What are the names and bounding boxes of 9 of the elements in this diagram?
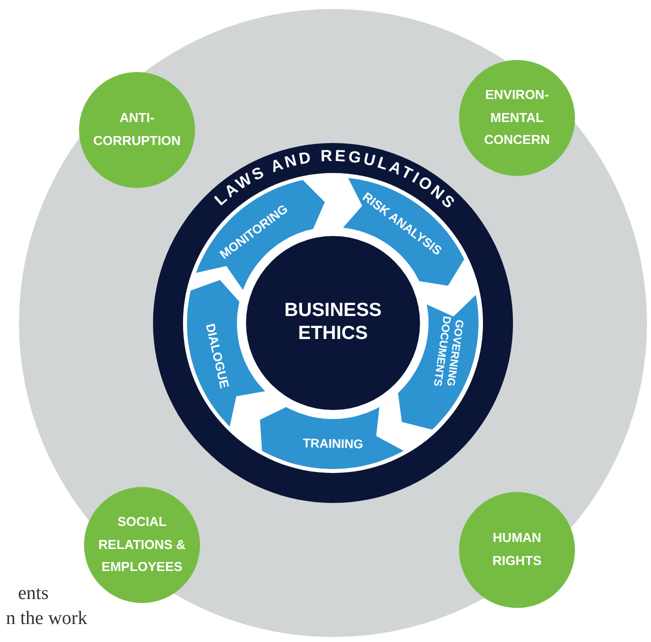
segment-label: GOVERNING DOCUMENTS [430, 314, 467, 389]
topic-label: ANTI-CORRUPTION [92, 109, 182, 150]
topic-label: SOCIAL RELATIONS & EMPLOYEES [97, 512, 187, 576]
center-label: BUSINESS ETHICS [283, 300, 383, 346]
segment-label: TRAINING [302, 436, 364, 452]
text-fragment: n the work [6, 608, 88, 630]
text-fragment: ents [18, 583, 49, 605]
topic-label: ENVIRON-MENTAL CONCERN [483, 86, 551, 150]
topic-label: HUMAN RIGHTS [491, 529, 543, 570]
